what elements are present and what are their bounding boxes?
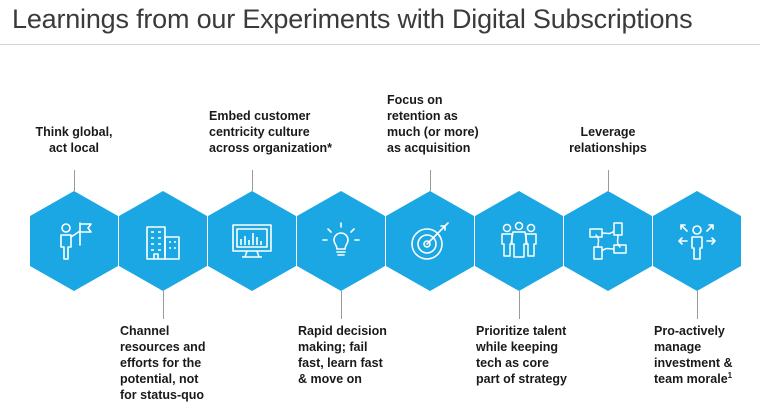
footnote-mark: 1 <box>727 370 733 380</box>
lightbulb-icon <box>322 222 360 256</box>
learning-1-label: Think global, act local <box>14 124 134 156</box>
learning-6-line: while keeping <box>476 340 558 354</box>
learning-4-line: & move on <box>298 372 362 386</box>
learning-2-line: efforts for the <box>120 356 202 370</box>
learning-3-line: Embed customer <box>209 109 311 123</box>
learning-8-line: manage <box>654 340 702 354</box>
slide-title: Learnings from our Experiments with Digi… <box>12 4 693 34</box>
connector-4 <box>341 291 342 319</box>
learning-5-label: Focus on retention as much (or more) as … <box>387 92 479 156</box>
learning-3-line: across organization* <box>209 141 332 155</box>
hexagon-4 <box>297 191 385 291</box>
learning-6-label: Prioritize talent while keeping tech as … <box>476 323 567 387</box>
buildings-icon <box>146 226 180 260</box>
person-with-flag-icon <box>60 222 92 260</box>
connector-5 <box>430 170 431 191</box>
hexagon-1 <box>30 191 118 291</box>
learning-5-line: much (or more) <box>387 125 479 139</box>
hexagon-2 <box>119 191 207 291</box>
learning-5-line: Focus on <box>387 93 443 107</box>
learning-4-line: fast, learn fast <box>298 356 383 370</box>
connector-2 <box>163 291 164 319</box>
learning-2-line: potential, not <box>120 372 199 386</box>
learning-5-line: as acquisition <box>387 141 471 155</box>
learning-4-line: Rapid decision <box>298 324 387 338</box>
learning-3-label: Embed customer centricity culture across… <box>209 108 332 156</box>
learning-2-label: Channel resources and efforts for the po… <box>120 323 205 403</box>
learning-2-line: for status-quo <box>120 388 205 402</box>
learning-8-line: Pro-actively <box>654 324 725 338</box>
learning-6-line: tech as core <box>476 356 549 370</box>
learning-3-line: centricity culture <box>209 125 310 139</box>
hexagon-5 <box>386 191 474 291</box>
learning-2-line: resources and <box>120 340 206 354</box>
hexagon-8 <box>653 191 741 291</box>
learning-8-line: team morale1 <box>654 371 733 387</box>
connector-6 <box>519 291 520 319</box>
hexagon-6 <box>475 191 563 291</box>
learning-8-label: Pro-actively manage investment & team mo… <box>654 323 733 387</box>
learning-1-line: act local <box>48 141 100 155</box>
target-arrow-icon <box>411 222 449 260</box>
learning-4-line: making; fail <box>298 340 368 354</box>
connector-1 <box>74 170 75 191</box>
learning-7-label: Leverage relationships <box>548 124 668 156</box>
connector-7 <box>608 170 609 191</box>
title-divider <box>0 44 760 45</box>
hexagon-7 <box>564 191 652 291</box>
learning-8-line: investment & <box>654 356 733 370</box>
learning-8-line-text: team morale <box>654 372 728 386</box>
learning-7-line: Leverage <box>580 125 636 139</box>
people-group-icon <box>501 221 537 258</box>
learning-6-line: Prioritize talent <box>476 324 567 338</box>
learning-5-line: retention as <box>387 109 458 123</box>
learning-4-label: Rapid decision making; fail fast, learn … <box>298 323 387 387</box>
learning-6-line: part of strategy <box>476 372 567 386</box>
learning-2-line: Channel <box>120 324 170 338</box>
joined-hands-icon <box>589 222 627 260</box>
monitor-chart-icon <box>232 224 272 258</box>
person-arrows-icon <box>678 224 716 260</box>
hexagon-3 <box>208 191 296 291</box>
learning-1-line: Think global, <box>35 125 113 139</box>
connector-3 <box>252 170 253 191</box>
connector-8 <box>697 291 698 319</box>
learning-7-line: relationships <box>569 141 647 155</box>
